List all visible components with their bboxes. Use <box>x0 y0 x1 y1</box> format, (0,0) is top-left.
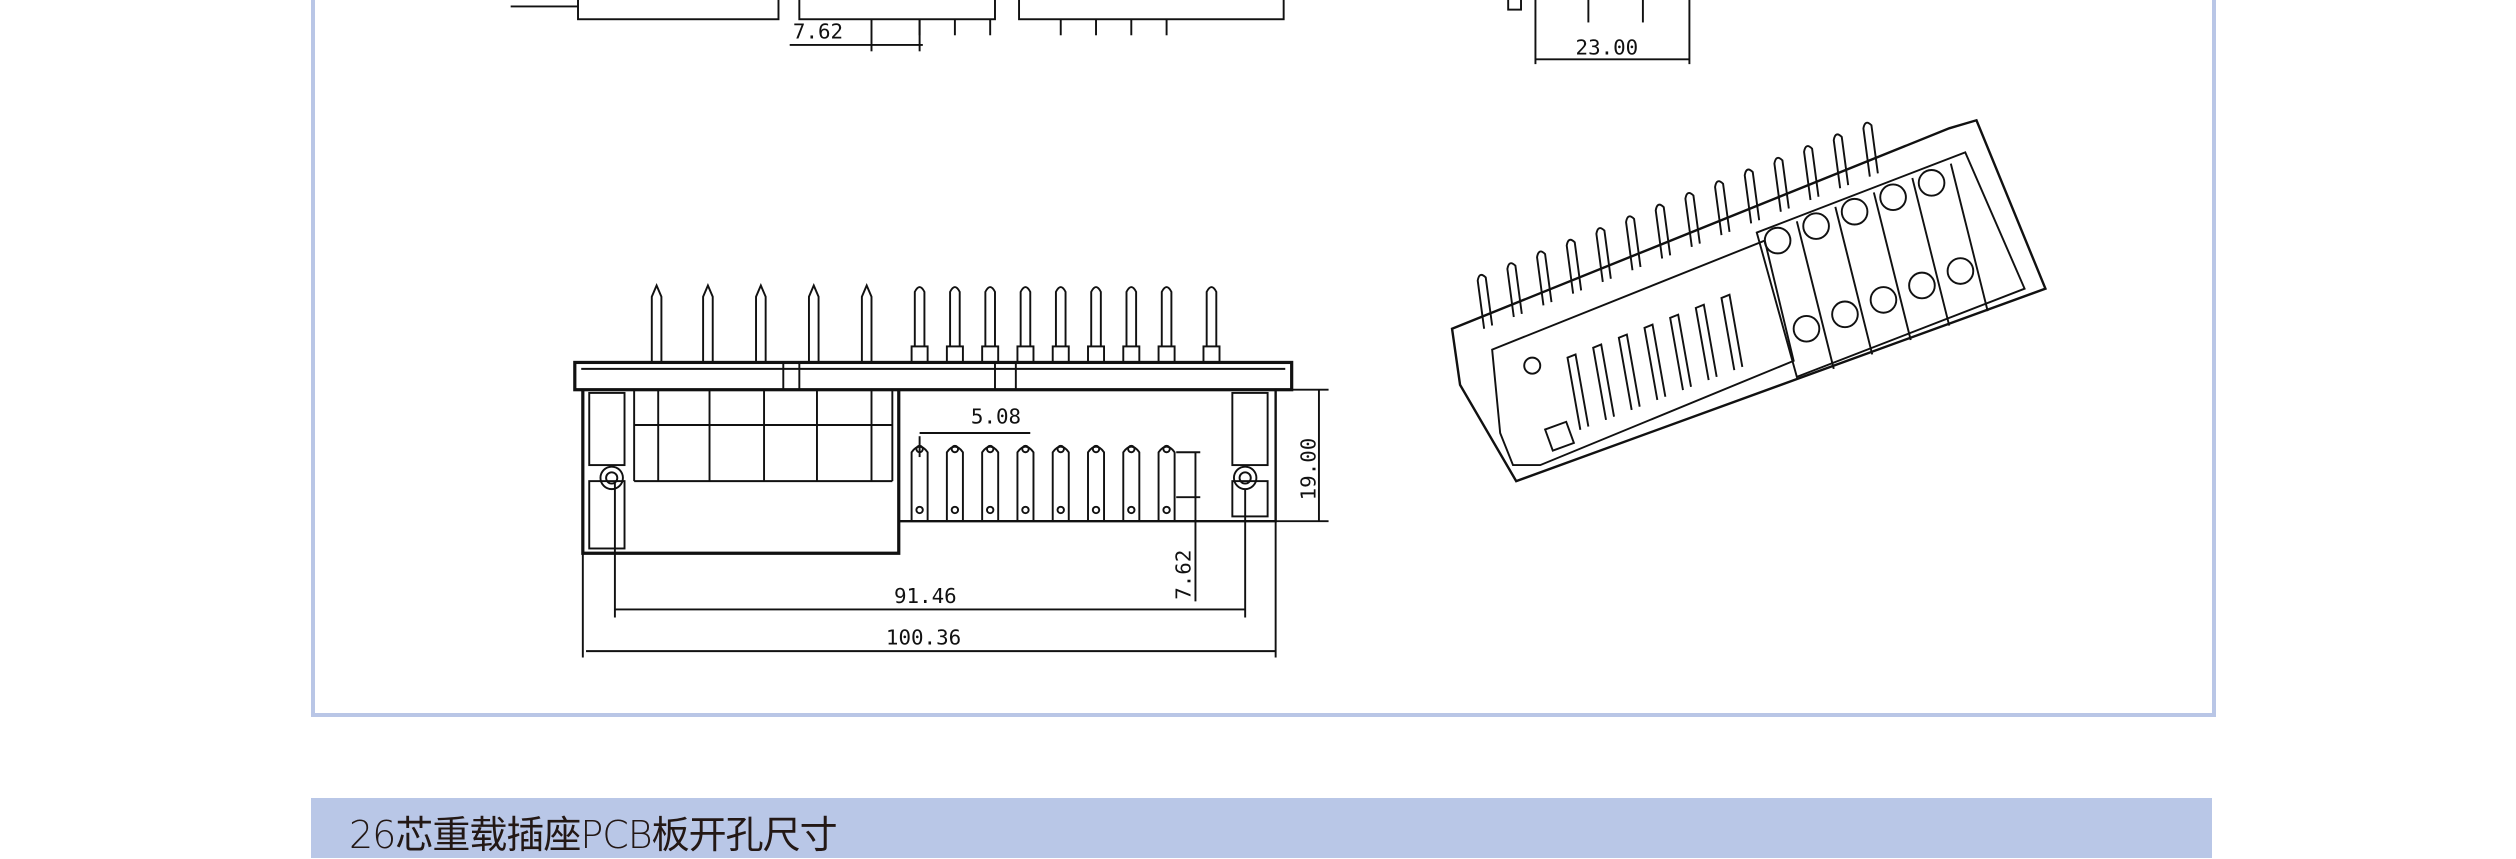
pin-collar <box>910 345 929 364</box>
pin-collar <box>1157 345 1176 364</box>
front-view: 5.08 19.00 7.62 91.46 100.36 <box>573 283 1329 658</box>
pin-collar <box>945 345 964 364</box>
contact-dot <box>950 505 960 515</box>
contact-slot <box>1122 445 1141 522</box>
contact-dot <box>1162 444 1171 454</box>
screw <box>1831 300 1859 329</box>
iso-contact <box>1720 293 1744 371</box>
screw <box>1917 169 1946 197</box>
section-header: 26芯重载插座PCB板开孔尺寸 <box>311 798 2212 858</box>
iso-pin <box>1832 133 1850 189</box>
iso-pin <box>1803 145 1820 201</box>
section-title: 26芯重载插座PCB板开孔尺寸 <box>349 813 838 857</box>
contact-dot <box>1056 505 1065 515</box>
contact-dot <box>1162 505 1171 515</box>
iso-pin <box>1476 273 1494 329</box>
iso-contact <box>1643 323 1667 401</box>
iso-contact <box>1592 343 1615 421</box>
pin-collar <box>1087 345 1106 364</box>
contact-dot <box>1127 505 1136 515</box>
pin <box>949 286 961 347</box>
screw <box>1792 314 1821 343</box>
hole-spacing-label: 91.46 <box>894 584 957 608</box>
pin-collar <box>981 345 1000 364</box>
divider <box>1949 163 1989 312</box>
screw <box>1946 257 1975 285</box>
iso-pin <box>1595 227 1612 283</box>
contact-dot <box>1056 444 1065 454</box>
pin <box>702 283 714 363</box>
iso-pin <box>1654 203 1672 259</box>
pin <box>1125 286 1138 347</box>
pin <box>755 283 767 363</box>
pin-collar <box>1016 345 1035 364</box>
contact-dot <box>1091 444 1101 454</box>
pin <box>913 286 926 347</box>
contact-dot <box>986 505 995 515</box>
isometric-view <box>1450 118 2048 483</box>
divider <box>1872 192 1912 341</box>
contact-dot <box>1021 505 1030 515</box>
iso-pin <box>1743 168 1761 224</box>
screw <box>1763 226 1792 255</box>
iso-pin <box>1625 215 1642 271</box>
iso-pin <box>1506 262 1523 318</box>
pin-collar <box>1202 345 1221 364</box>
contact-dot <box>950 444 960 454</box>
contact-slot <box>981 445 1000 522</box>
iso-pin <box>1536 250 1553 306</box>
row-offset-label: 7.62 <box>1172 550 1196 600</box>
iso-pin <box>1565 238 1583 294</box>
contact-dot <box>1021 444 1030 454</box>
pin <box>1160 286 1173 347</box>
contact-slot <box>945 445 964 522</box>
iso-pin <box>1714 180 1731 236</box>
iso-pin <box>1862 121 1879 177</box>
height-label: 19.00 <box>1297 438 1321 501</box>
iso-contact <box>1669 313 1692 391</box>
screw <box>1802 212 1830 240</box>
pin <box>1090 286 1102 347</box>
contact-dot <box>915 505 924 515</box>
mounting-hole-right <box>1232 465 1258 491</box>
iso-pin <box>1773 156 1790 212</box>
screw <box>1908 271 1936 300</box>
screw <box>1869 286 1898 314</box>
pin <box>650 283 663 363</box>
contact-slot <box>1016 445 1035 522</box>
pin-pitch-label: 5.08 <box>971 404 1021 428</box>
iso-contact <box>1566 353 1590 430</box>
pin <box>1019 286 1032 347</box>
contact-slot <box>1157 445 1176 522</box>
top-pitch-label: 7.62 <box>793 19 843 43</box>
mounting-hole-left <box>599 465 624 491</box>
contact-slot <box>1087 445 1106 522</box>
pin <box>984 286 996 347</box>
top-view-partial: 7.62 23.00 <box>510 0 1691 65</box>
screw <box>1840 197 1869 226</box>
divider <box>1911 177 1951 326</box>
top-depth-label: 23.00 <box>1576 36 1639 60</box>
contact-dot <box>986 444 995 454</box>
contact-slot <box>1051 445 1070 522</box>
overall-width-label: 100.36 <box>886 626 961 650</box>
drawing-panel <box>311 0 2216 717</box>
contact-dot <box>1091 505 1101 515</box>
contact-dot <box>1127 444 1136 454</box>
divider <box>1834 206 1874 355</box>
pin <box>1205 286 1218 347</box>
iso-contact <box>1617 333 1641 411</box>
pin-collar <box>1051 345 1070 364</box>
iso-contact <box>1694 303 1718 381</box>
iso-pin <box>1684 191 1701 247</box>
pin <box>860 283 873 363</box>
pin <box>807 283 820 363</box>
screw <box>1879 183 1907 212</box>
contact-slot <box>910 445 929 522</box>
pin-collar <box>1122 345 1141 364</box>
pin <box>1054 286 1067 347</box>
divider <box>1795 221 1835 370</box>
